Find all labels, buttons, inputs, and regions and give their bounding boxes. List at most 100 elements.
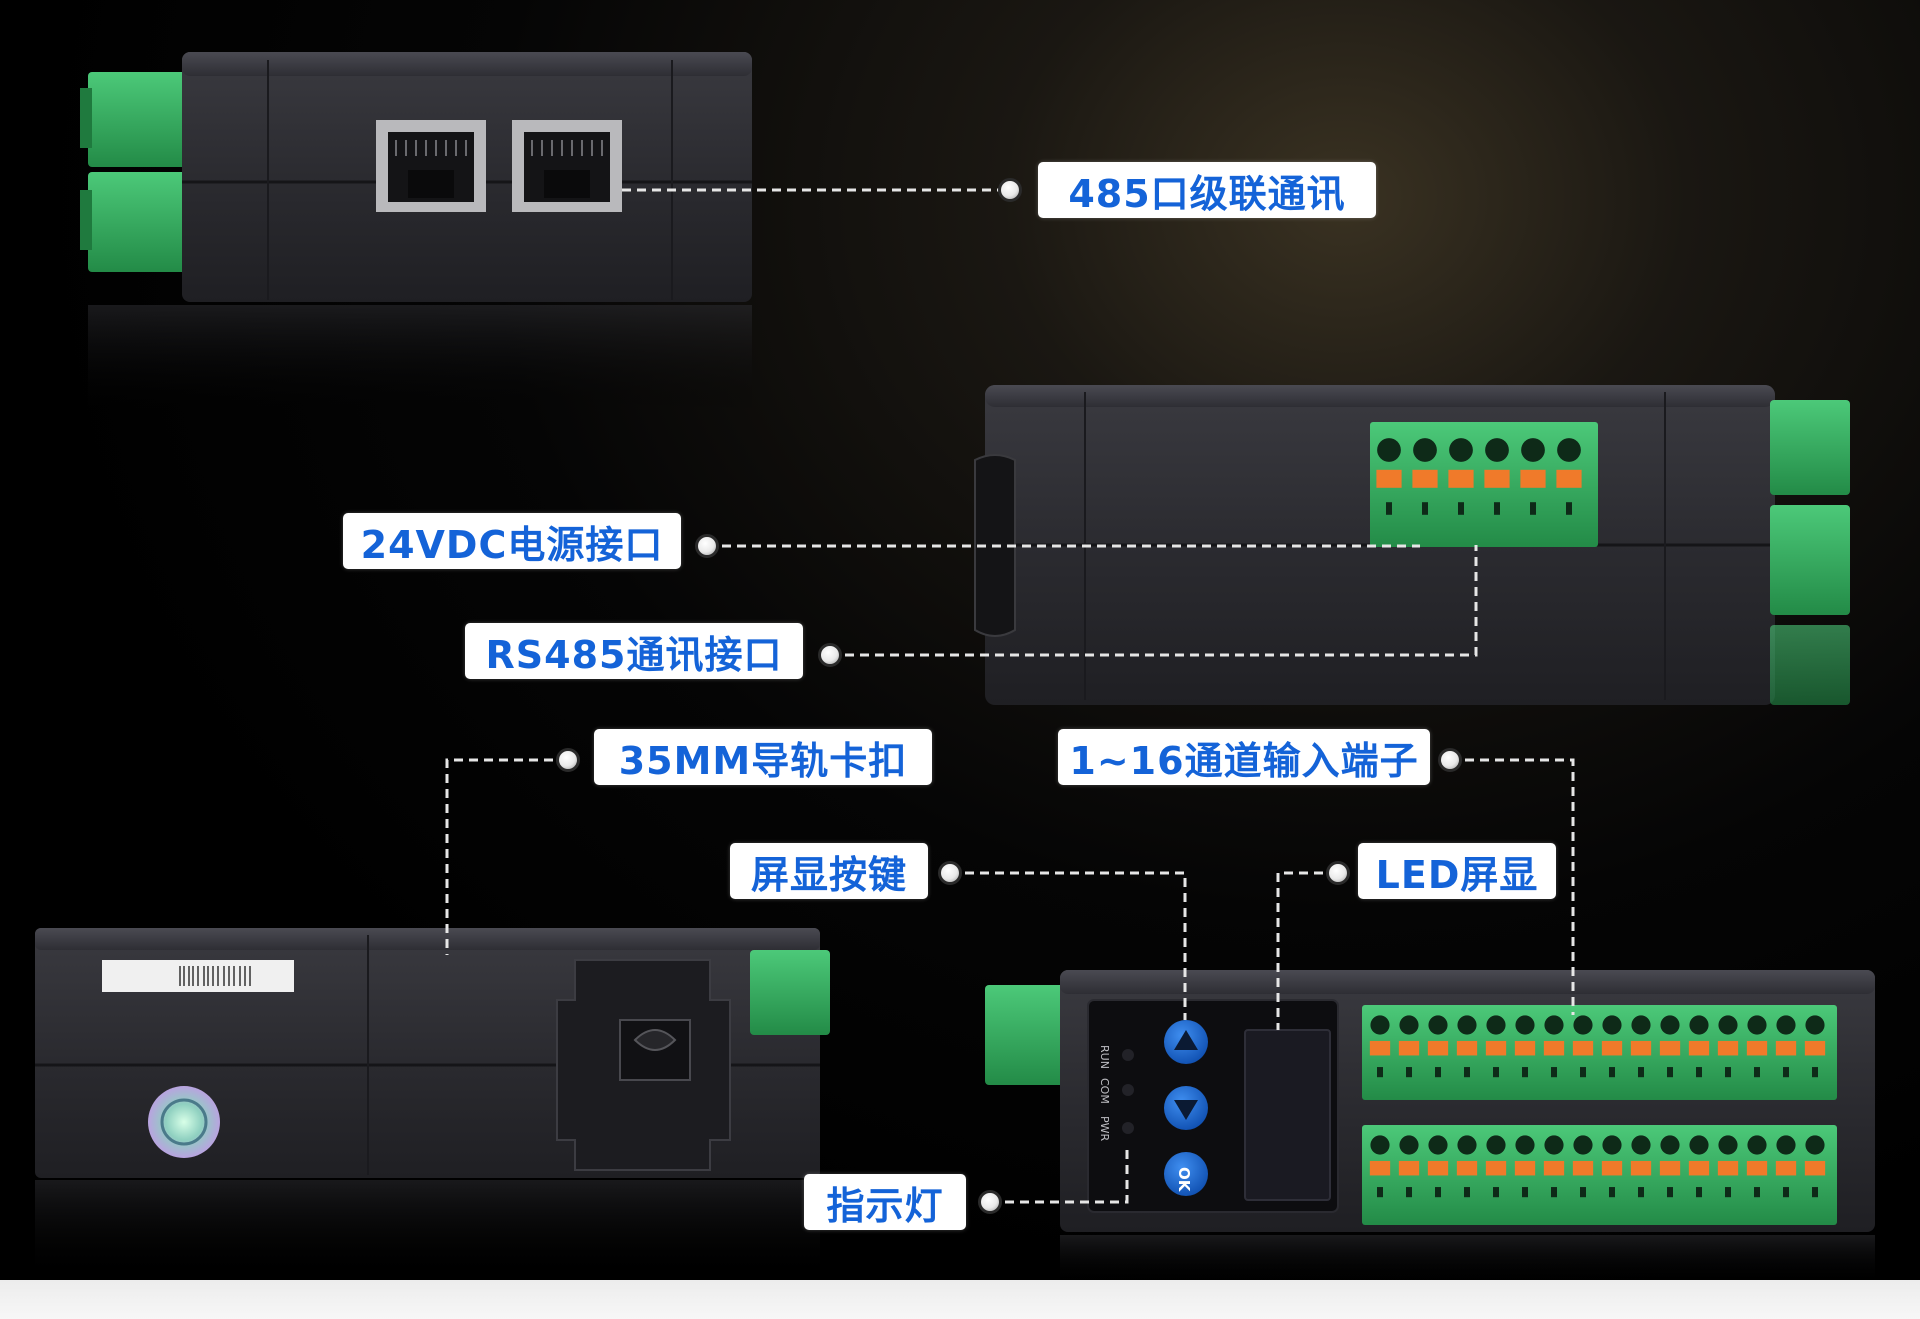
terminal-screw-hole: [1557, 438, 1581, 462]
terminal-wire-slot: [1458, 502, 1464, 515]
terminal-wire-slot: [1435, 1187, 1441, 1198]
terminal-wire-slot: [1725, 1187, 1731, 1198]
led-run-label: RUN: [1098, 1045, 1111, 1069]
terminal-release-lever: [1427, 1160, 1449, 1176]
terminal-screw-hole: [1660, 1015, 1680, 1035]
terminal-wire-slot: [1494, 502, 1500, 515]
terminal-release-lever: [1369, 1040, 1391, 1056]
callout-indicator-lights: 指示灯: [804, 1174, 966, 1230]
terminal-screw-hole: [1399, 1015, 1419, 1035]
terminal-wire-slot: [1493, 1067, 1499, 1078]
terminal-screw-hole: [1573, 1015, 1593, 1035]
terminal-screw-hole: [1602, 1015, 1622, 1035]
terminal-wire-slot: [1386, 502, 1392, 515]
terminal-release-lever: [1688, 1040, 1710, 1056]
terminal-screw-hole: [1457, 1015, 1477, 1035]
terminal-wire-slot: [1551, 1187, 1557, 1198]
terminal-wire-slot: [1566, 502, 1572, 515]
terminal-wire-slot: [1377, 1187, 1383, 1198]
terminal-wire-slot: [1580, 1067, 1586, 1078]
terminal-screw-hole: [1370, 1015, 1390, 1035]
terminal-screw-hole: [1631, 1015, 1651, 1035]
terminal-release-lever: [1376, 469, 1402, 488]
terminal-release-lever: [1630, 1160, 1652, 1176]
terminal-wire-slot: [1580, 1187, 1586, 1198]
terminal-screw-hole: [1544, 1135, 1564, 1155]
terminal-wire-slot: [1406, 1067, 1412, 1078]
callout-dot: [938, 861, 962, 885]
terminal-release-lever: [1484, 469, 1510, 488]
callout-din-rail-clip: 35MM导轨卡扣: [594, 729, 932, 785]
terminal-release-lever: [1572, 1160, 1594, 1176]
terminal-release-lever: [1556, 469, 1582, 488]
terminal-screw-hole: [1515, 1015, 1535, 1035]
callout-dot: [978, 1190, 1002, 1214]
terminal-wire-slot: [1638, 1067, 1644, 1078]
terminal-release-lever: [1412, 469, 1438, 488]
terminal-wire-slot: [1522, 1187, 1528, 1198]
terminal-release-lever: [1448, 469, 1474, 488]
terminal-wire-slot: [1464, 1187, 1470, 1198]
callout-screen-buttons: 屏显按键: [730, 843, 928, 899]
terminal-screw-hole: [1413, 438, 1437, 462]
callout-dot: [556, 748, 580, 772]
callout-dot: [695, 534, 719, 558]
terminal-release-lever: [1514, 1160, 1536, 1176]
terminal-wire-slot: [1609, 1067, 1615, 1078]
terminal-release-lever: [1572, 1040, 1594, 1056]
terminal-screw-hole: [1428, 1135, 1448, 1155]
bottom-band: [0, 1280, 1920, 1319]
terminal-wire-slot: [1812, 1067, 1818, 1078]
terminal-release-lever: [1804, 1040, 1826, 1056]
terminal-wire-slot: [1464, 1067, 1470, 1078]
terminal-screw-hole: [1660, 1135, 1680, 1155]
terminal-wire-slot: [1638, 1187, 1644, 1198]
hologram-sticker: [148, 1086, 220, 1158]
device-rj45-side: [80, 52, 752, 415]
terminal-screw-hole: [1805, 1015, 1825, 1035]
device-front-panel: [985, 970, 1875, 1285]
terminal-wire-slot: [1530, 502, 1536, 515]
callout-dot: [1326, 861, 1350, 885]
ok-button[interactable]: [1164, 1152, 1208, 1196]
terminal-release-lever: [1601, 1040, 1623, 1056]
terminal-screw-hole: [1399, 1135, 1419, 1155]
terminal-wire-slot: [1522, 1067, 1528, 1078]
terminal-screw-hole: [1776, 1015, 1796, 1035]
callout-rj45-cascade: 485口级联通讯: [1038, 162, 1376, 218]
terminal-release-lever: [1543, 1160, 1565, 1176]
terminal-screw-hole: [1718, 1135, 1738, 1155]
callout-dot: [1438, 748, 1462, 772]
terminal-wire-slot: [1435, 1067, 1441, 1078]
callout-power-24vdc: 24VDC电源接口: [343, 513, 681, 569]
terminal-release-lever: [1688, 1160, 1710, 1176]
terminal-wire-slot: [1493, 1187, 1499, 1198]
terminal-screw-hole: [1776, 1135, 1796, 1155]
terminal-screw-hole: [1805, 1135, 1825, 1155]
terminal-screw-hole: [1486, 1015, 1506, 1035]
callout-dot: [998, 178, 1022, 202]
barcode: [179, 966, 251, 986]
terminal-wire-slot: [1754, 1187, 1760, 1198]
device-din-side: [35, 928, 830, 1280]
ok-button-label: OK: [1175, 1167, 1193, 1193]
terminal-wire-slot: [1783, 1187, 1789, 1198]
terminal-release-lever: [1485, 1160, 1507, 1176]
terminal-release-lever: [1775, 1040, 1797, 1056]
terminal-wire-slot: [1696, 1067, 1702, 1078]
terminal-screw-hole: [1521, 438, 1545, 462]
terminal-screw-hole: [1689, 1015, 1709, 1035]
led-pwr-label: PWR: [1098, 1116, 1111, 1142]
terminal-screw-hole: [1428, 1015, 1448, 1035]
terminal-release-lever: [1717, 1160, 1739, 1176]
led-com-label: COM: [1098, 1078, 1111, 1104]
terminal-wire-slot: [1783, 1067, 1789, 1078]
terminal-screw-hole: [1370, 1135, 1390, 1155]
terminal-wire-slot: [1667, 1067, 1673, 1078]
leader-lines: [445, 188, 1575, 1204]
terminal-screw-hole: [1377, 438, 1401, 462]
terminal-wire-slot: [1377, 1067, 1383, 1078]
terminal-screw-hole: [1747, 1135, 1767, 1155]
terminal-release-lever: [1369, 1160, 1391, 1176]
